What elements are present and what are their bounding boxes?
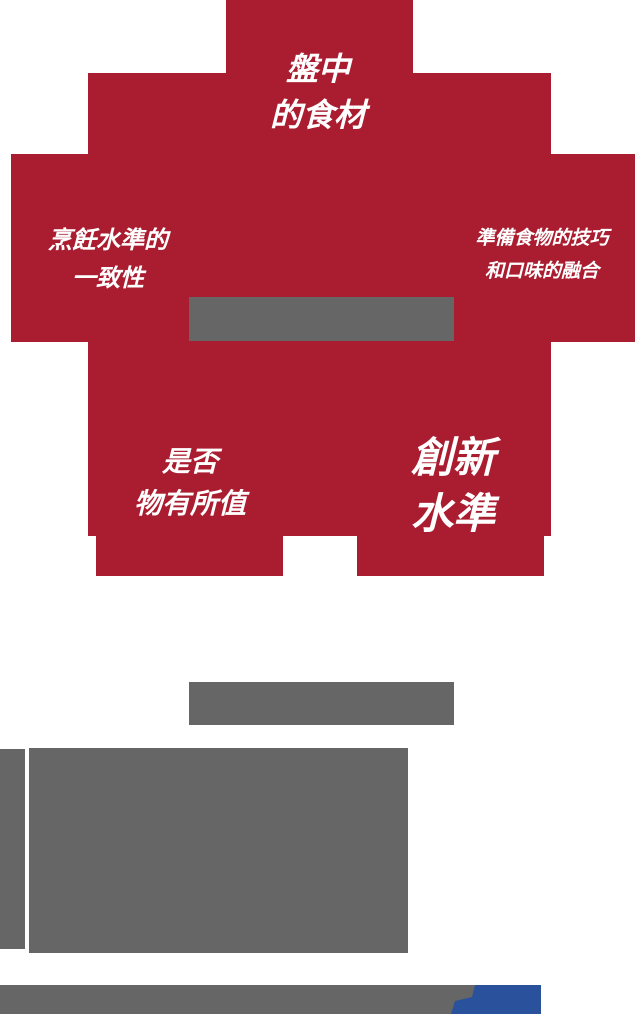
criterion-right-line-2: 和口味的融合 — [484, 260, 600, 282]
criterion-left-label: 烹飪水準的 一致性 — [48, 221, 168, 297]
center-placeholder-bar — [189, 297, 454, 341]
criterion-left-line-1: 烹飪水準的 — [48, 226, 168, 254]
content-placeholder-block — [29, 748, 408, 953]
pyramid-upper-tier — [88, 73, 551, 163]
footer-bar — [0, 985, 541, 1014]
criterion-left-line-2: 一致性 — [72, 264, 144, 292]
criterion-top-label: 盤中 的食材 — [270, 46, 366, 138]
criterion-right-label: 準備食物的技巧 和口味的融合 — [475, 222, 608, 288]
pyramid-foot-left — [96, 530, 283, 576]
criterion-bottom-right-line-2: 水準 — [410, 489, 496, 538]
criterion-bottom-left-line-2: 物有所值 — [133, 487, 247, 520]
criterion-top-line-1: 盤中 — [285, 50, 351, 88]
heading-placeholder-bar — [189, 682, 454, 725]
pyramid-lower-tier — [88, 330, 551, 536]
criterion-bottom-left-label: 是否 物有所值 — [134, 441, 246, 525]
criterion-right-line-1: 準備食物的技巧 — [475, 227, 609, 249]
criterion-top-line-2: 的食材 — [269, 96, 367, 134]
pyramid-foot-right — [357, 530, 544, 576]
criterion-bottom-right-label: 創新 水準 — [411, 430, 495, 542]
footer-gray-segment — [0, 985, 541, 1014]
criterion-bottom-right-line-1: 創新 — [410, 433, 496, 482]
side-placeholder-strip — [0, 749, 25, 949]
criterion-bottom-left-line-1: 是否 — [161, 445, 219, 478]
pyramid-top-tier — [226, 0, 413, 80]
